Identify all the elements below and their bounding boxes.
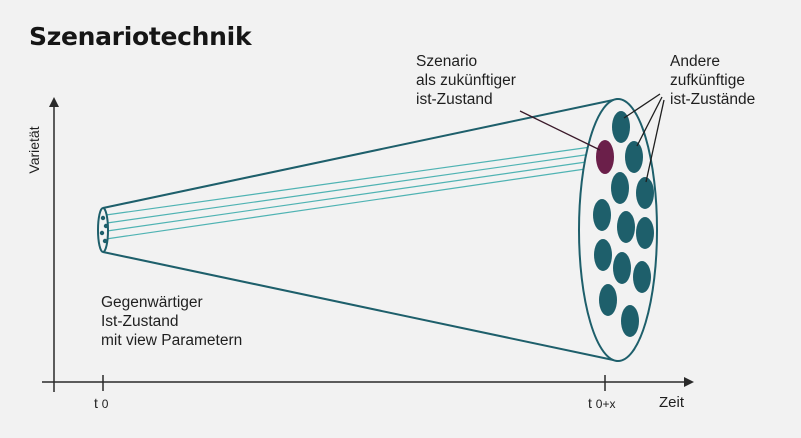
scenario-path	[106, 159, 601, 232]
tick-label-tx: t 0+x	[588, 395, 615, 411]
scenario-path	[105, 166, 600, 240]
scenario-label-line: als zukünftiger	[416, 72, 516, 89]
tick-label-t0-main: t	[94, 395, 98, 411]
scenario-label: Szenario als zukünftiger ist-Zustand	[416, 52, 516, 109]
scenario-paths	[105, 145, 601, 240]
future-state	[593, 199, 611, 231]
start-state-dot	[102, 238, 108, 244]
others-pointer	[645, 99, 665, 183]
current-state-label-line: Ist-Zustand	[101, 313, 179, 330]
x-axis-label: Zeit	[659, 394, 685, 411]
start-state-dot	[103, 223, 109, 229]
others-pointers	[623, 93, 665, 183]
future-state	[633, 261, 651, 293]
current-state-label: Gegenwärtiger Ist-Zustand mit view Param…	[101, 293, 242, 350]
future-state	[611, 172, 629, 204]
future-state	[636, 177, 654, 209]
future-state	[621, 305, 639, 337]
others-label: Andere zufkünftige ist-Zustände	[670, 52, 755, 109]
tick-label-t0: t 0	[94, 395, 108, 411]
start-state-dot	[99, 230, 105, 236]
scenario-path	[106, 152, 600, 224]
others-pointer	[636, 96, 663, 147]
scenario-state	[596, 140, 614, 174]
page-title: Szenariotechnik	[29, 22, 252, 51]
future-state	[625, 141, 643, 173]
others-label-line: zufkünftige	[670, 72, 745, 89]
scenario-pointer	[519, 110, 601, 151]
future-state	[613, 252, 631, 284]
future-state	[636, 217, 654, 249]
cone-edge-bottom	[102, 251, 619, 362]
start-ellipse	[97, 207, 109, 253]
scenario-label-line: ist-Zustand	[416, 91, 493, 108]
future-state	[599, 284, 617, 316]
future-state	[594, 239, 612, 271]
scenario-path	[105, 145, 599, 216]
others-pointer	[623, 93, 661, 119]
y-axis-label: Varietät	[26, 126, 42, 174]
others-label-line: ist-Zustände	[670, 91, 756, 108]
others-label-line: Andere	[670, 53, 720, 70]
future-states	[593, 111, 654, 337]
scenario-label-line: Szenario	[416, 53, 478, 70]
tick-label-t0-sub: 0	[101, 397, 109, 411]
current-state-label-line: mit view Parametern	[101, 332, 243, 349]
tick-label-tx-main: t	[588, 395, 592, 411]
current-state-label-line: Gegenwärtiger	[101, 294, 203, 311]
start-states	[99, 215, 109, 244]
tick-label-tx-sub: 0+x	[595, 397, 616, 411]
start-state-dot	[100, 215, 106, 221]
future-state	[612, 111, 630, 143]
future-state	[617, 211, 635, 243]
